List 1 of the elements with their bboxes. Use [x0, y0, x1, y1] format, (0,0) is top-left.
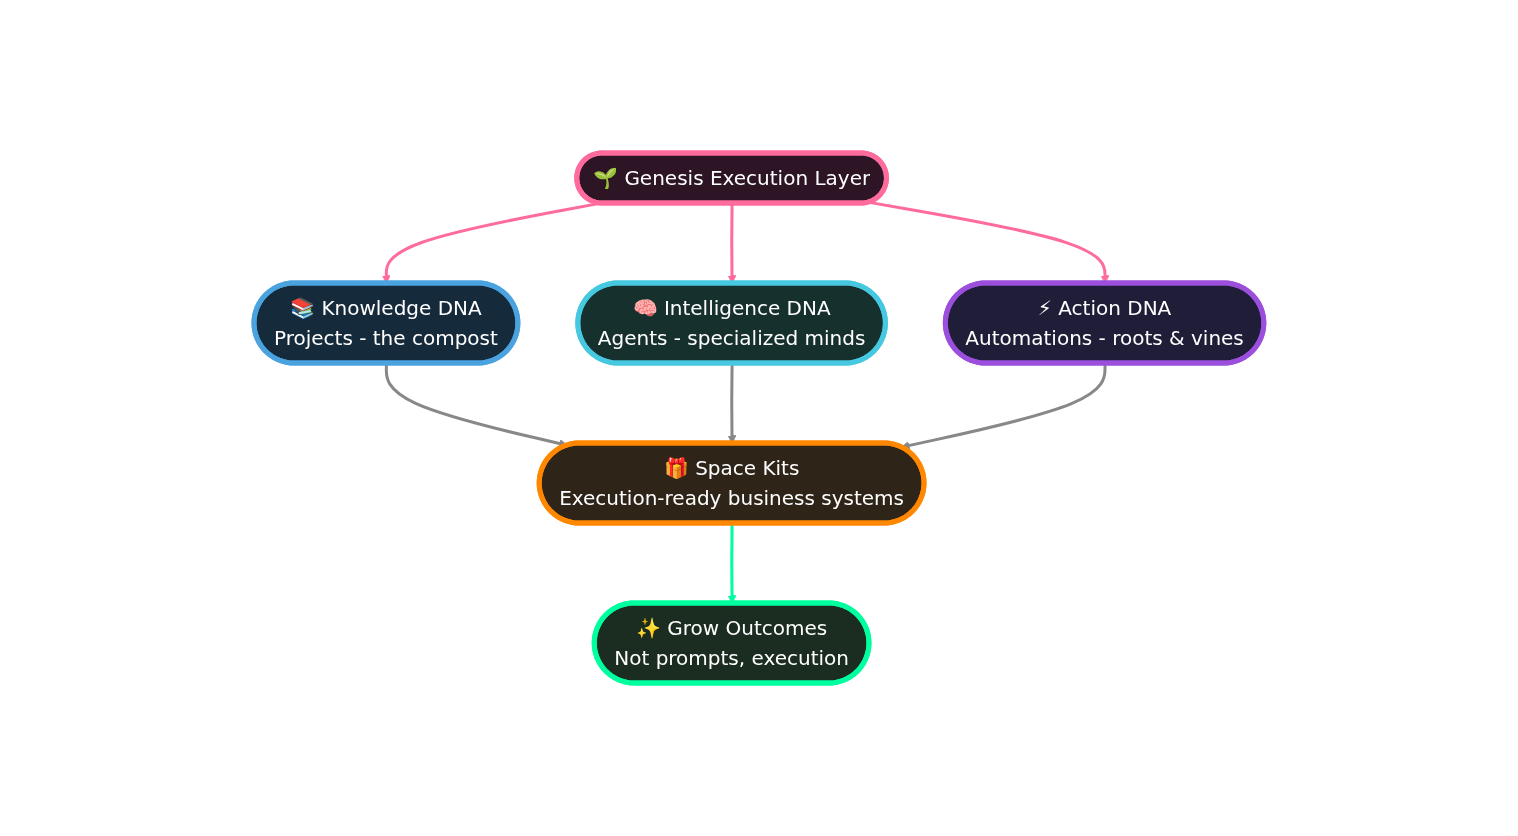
arrow	[901, 363, 1107, 450]
